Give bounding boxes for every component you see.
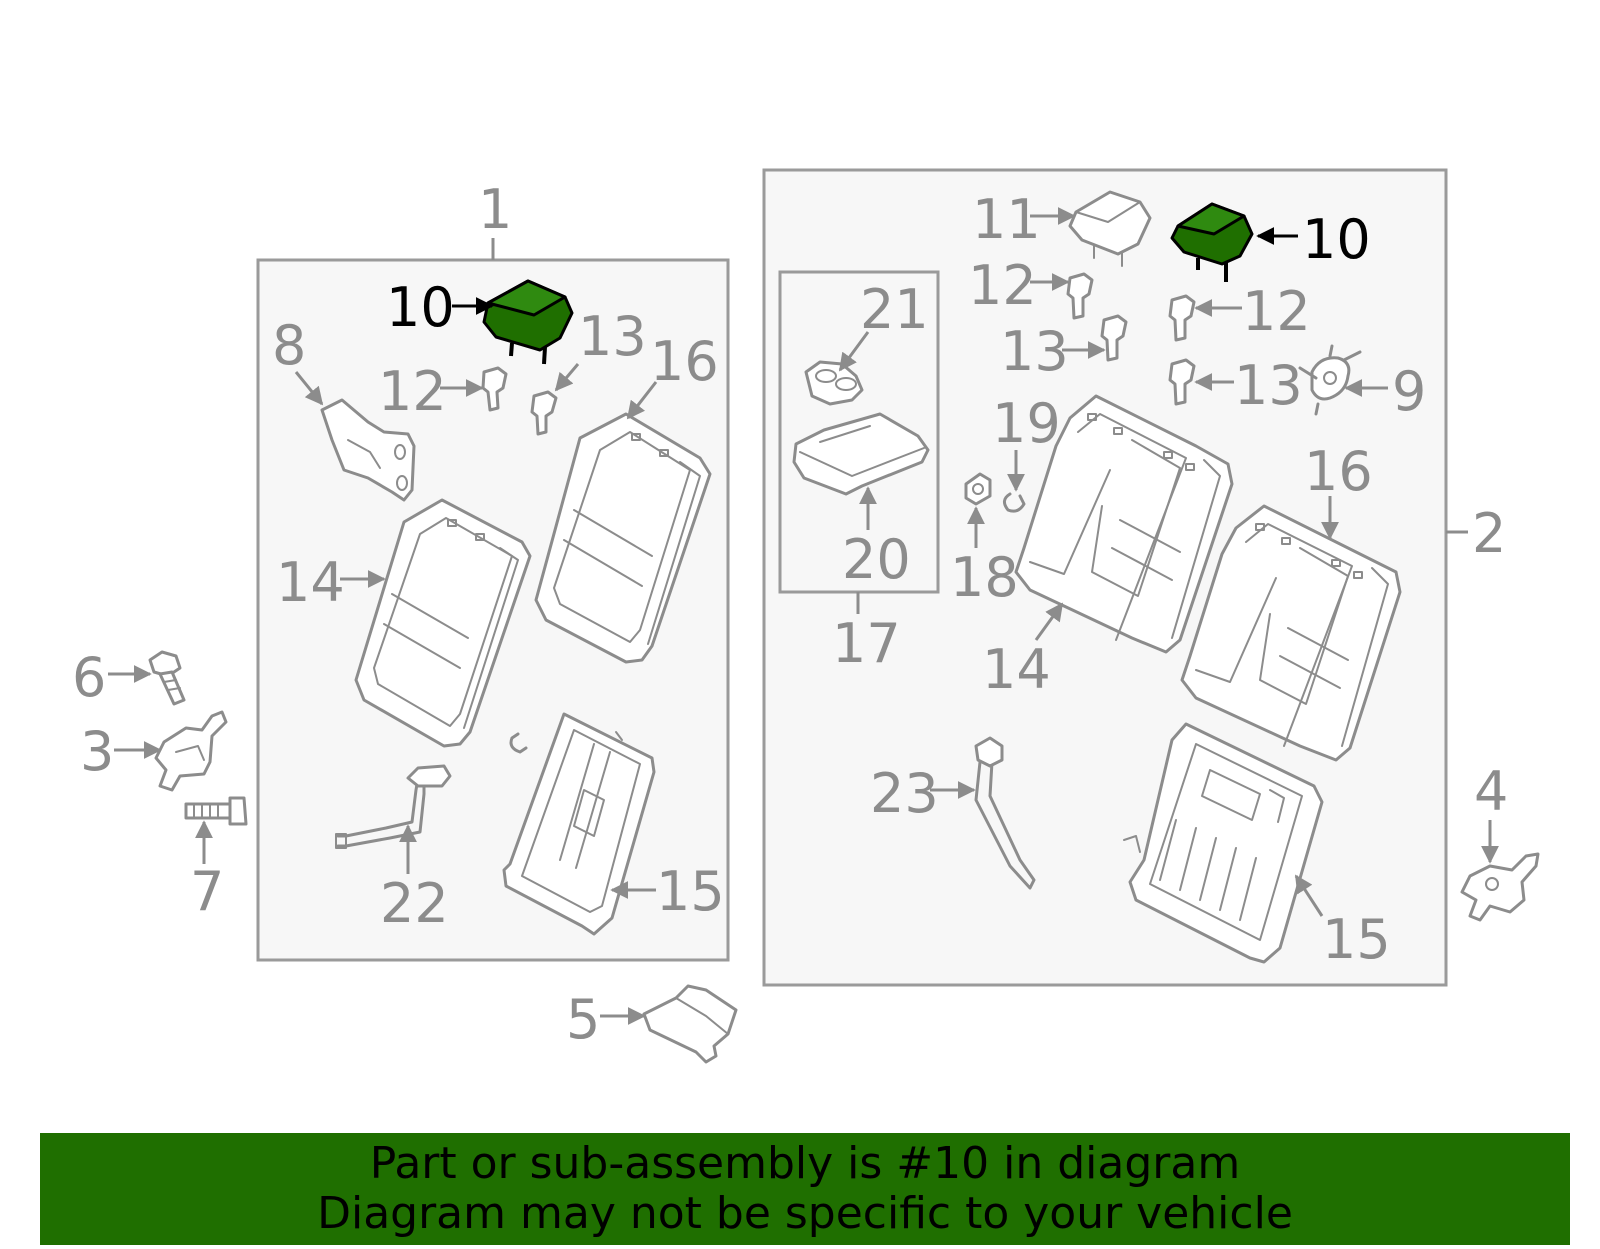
part-10-headrest-left-post-b [542, 346, 547, 365]
leader-13-left [554, 363, 580, 392]
part-15-frame-left[interactable] [502, 712, 656, 936]
part-16-seatback-right[interactable] [1180, 504, 1402, 762]
part-12-guide-right[interactable] [1168, 294, 1196, 342]
callout-14-left: 14 [276, 551, 345, 614]
part-13-guide-left[interactable] [530, 390, 558, 436]
footer-band [40, 1133, 1570, 1245]
part-12-guide-center[interactable] [1066, 272, 1094, 320]
clip-left[interactable] [509, 732, 528, 754]
callout-7: 7 [190, 860, 224, 923]
part-6-bolt[interactable] [148, 650, 186, 706]
leader-16-left [626, 381, 658, 420]
leader-15-right [1294, 874, 1324, 917]
part-12-guide-left[interactable] [481, 366, 508, 412]
part-8-bracket[interactable] [320, 398, 416, 502]
callout-6: 6 [72, 646, 106, 709]
part-10-headrest-left-top [486, 279, 567, 317]
callout-23: 23 [870, 762, 939, 825]
part-13-guide-center[interactable] [1100, 314, 1128, 362]
part-13-guide-right[interactable] [1168, 358, 1196, 406]
callout-2: 2 [1472, 502, 1506, 565]
part-20-armrest[interactable] [792, 412, 930, 496]
callout-12-left: 12 [378, 360, 447, 423]
part-4-bracket[interactable] [1460, 852, 1540, 922]
part-15-frame-right[interactable] [1123, 722, 1324, 964]
part-23-strap-right[interactable] [974, 736, 1036, 890]
callout-20: 20 [842, 528, 911, 591]
leader-8 [294, 371, 324, 406]
leader-21 [838, 331, 870, 372]
callout-16-right: 16 [1304, 440, 1373, 503]
callout-8: 8 [272, 314, 306, 377]
part-7-screw[interactable] [184, 796, 248, 826]
part-14-seatback-left[interactable] [354, 498, 532, 748]
part-10-headrest-right-top [1176, 202, 1246, 236]
callout-13-right: 13 [1234, 354, 1303, 417]
callout-17: 17 [832, 612, 901, 675]
footer-line-2: Diagram may not be specific to your vehi… [317, 1188, 1293, 1239]
callout-11: 11 [972, 188, 1041, 251]
callout-12-center: 12 [968, 254, 1037, 317]
callout-19: 19 [992, 392, 1061, 455]
footer-line-1: Part or sub-assembly is #10 in diagram [369, 1138, 1241, 1189]
callout-18: 18 [950, 546, 1019, 609]
part-21-cupholder[interactable] [804, 360, 864, 406]
part-19-hook[interactable] [1003, 492, 1026, 513]
callout-15-right: 15 [1322, 908, 1391, 971]
part-11-headrest-center[interactable] [1068, 190, 1152, 267]
callout-5: 5 [566, 988, 600, 1051]
part-14-seatback-right[interactable] [1014, 394, 1234, 654]
part-18-nut[interactable] [964, 472, 992, 506]
callout-10-right: 10 [1302, 208, 1371, 271]
callout-13-left: 13 [578, 305, 647, 368]
callout-4: 4 [1474, 760, 1508, 823]
part-3-bracket[interactable] [154, 710, 228, 792]
callout-22: 22 [380, 872, 449, 935]
callout-9: 9 [1392, 360, 1426, 423]
part-16-seatback-left[interactable] [534, 412, 712, 664]
callout-3: 3 [80, 720, 114, 783]
callout-12-right: 12 [1242, 280, 1311, 343]
part-5-bracket[interactable] [642, 984, 738, 1064]
callout-21: 21 [860, 278, 929, 341]
footer-notice: Part or sub-assembly is #10 in diagram D… [40, 1133, 1570, 1245]
part-9-latch[interactable] [1298, 344, 1362, 416]
callout-10-left: 10 [386, 276, 455, 339]
callout-16-left: 16 [650, 330, 719, 393]
leader-14-right [1034, 602, 1064, 641]
part-10-headrest-right[interactable] [1170, 202, 1254, 282]
part-10-headrest-left-post-a [509, 342, 514, 357]
callout-14-right: 14 [982, 638, 1051, 701]
part-10-headrest-left[interactable] [482, 279, 574, 365]
callout-13-center: 13 [1000, 320, 1069, 383]
callout-15-left: 15 [656, 860, 725, 923]
callout-1: 1 [478, 178, 512, 241]
